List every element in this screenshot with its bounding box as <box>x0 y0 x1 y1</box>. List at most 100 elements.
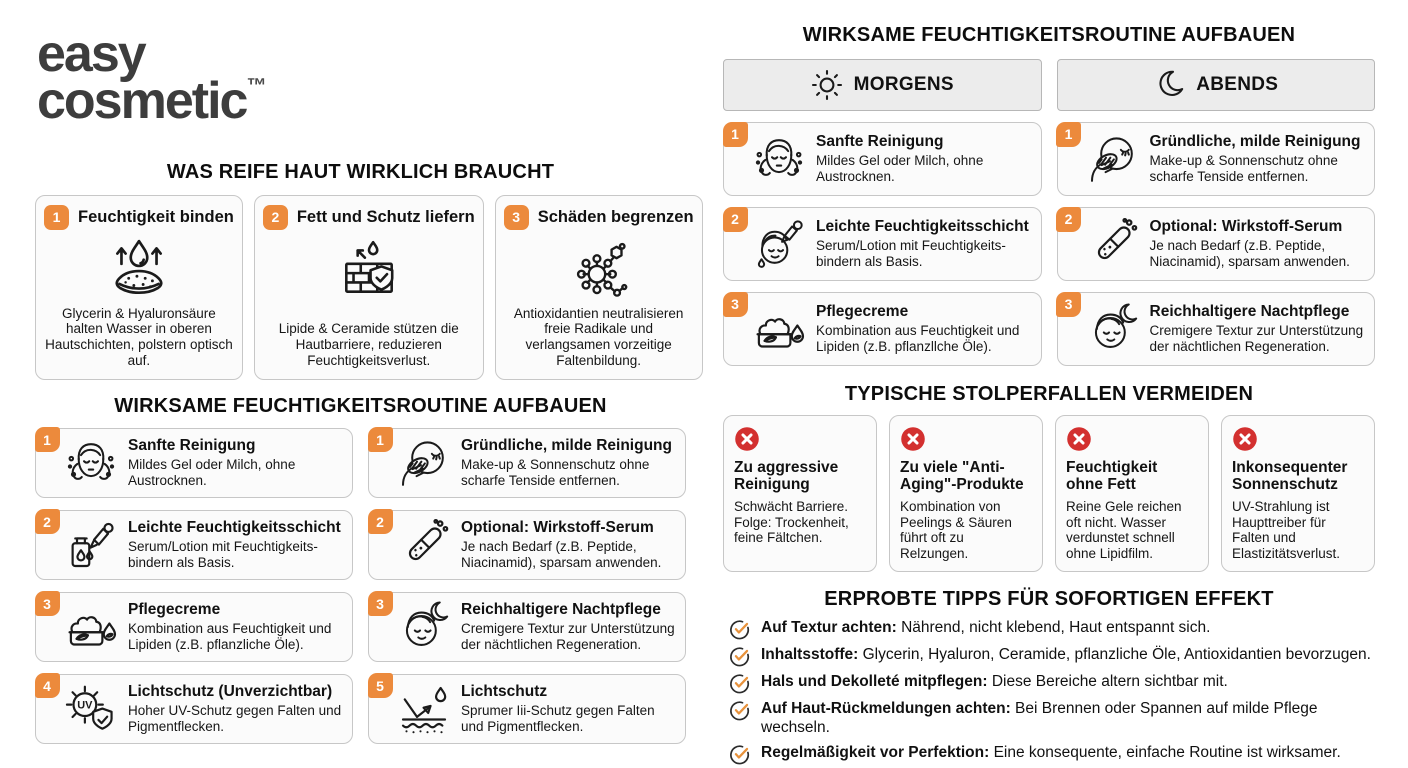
check-circle-icon <box>729 673 750 694</box>
step-number-badge: 5 <box>367 673 393 699</box>
pitfall-description: Reine Gele reichen oft nicht. Wasser ver… <box>1066 498 1182 562</box>
section-title-tips: ERPROBTE TIPPS FÜR SOFORTIGEN EFFEKT <box>824 587 1274 610</box>
serum-tube-icon <box>1085 216 1141 272</box>
tip-lead: Hals und Dekolleté mitpflegen: <box>761 672 988 690</box>
morgens-step-cream: 3 Pflegecreme Kombination aus Feuchtigke… <box>722 291 1042 366</box>
night-face-icon <box>1085 301 1141 357</box>
step-description: Serum/Lotion mit Feuchtigkeits- bindern … <box>128 538 318 570</box>
makeup-removal-icon <box>1085 131 1141 187</box>
step-number-badge: 2 <box>34 509 60 535</box>
step-description: Cremigere Textur zur Unterstützung der n… <box>1149 323 1364 354</box>
step-title: Reichhaltigere Nachtpflege <box>1149 303 1350 321</box>
morning-evening-grid: MORGENS 1 Sanfte Reinigung Mildes Gel od… <box>722 59 1375 366</box>
tip-item-texture: Auf Textur achten: Nährend, nicht kleben… <box>729 618 1375 640</box>
sun-reflect-icon <box>396 681 452 737</box>
need-card-title: Feuchtigkeit binden <box>78 207 234 226</box>
face-washing-icon <box>751 131 807 187</box>
step-description: Make-up & Sonnenschutz ohne scharfe Tens… <box>461 456 650 488</box>
cream-jar-icon <box>63 599 119 655</box>
brand-word-cosmetic: cosmetic™ <box>37 71 267 130</box>
step-number-badge: 3 <box>367 591 393 617</box>
need-card-description: Glycerin & Hyaluronsäure halten Wasser i… <box>45 305 233 368</box>
step-description: Je nach Bedarf (z.B. Peptide, Niacinamid… <box>461 538 662 570</box>
step-number-badge: 3 <box>34 591 60 617</box>
routine-steps-grid: 1 Sanfte Reinigung Mildes Gel oder Milch… <box>34 427 686 744</box>
step-number-badge: 2 <box>722 206 748 232</box>
morgens-header: MORGENS <box>723 59 1042 111</box>
step-number-badge: 4 <box>34 673 60 699</box>
step-description: Hoher UV-Schutz gegen Falten und Pigment… <box>128 702 342 734</box>
routine-step-card-cream: 3 Pflegecreme Kombination aus Feuchtigke… <box>34 591 353 662</box>
routine-step-card-sunscreen: 4 UV Lichtschutz (Unverzichtbar) Hoher U… <box>34 673 353 744</box>
left-column: easy cosmetic™ WAS REIFE HAUT WIRKLICH B… <box>34 14 703 760</box>
pitfall-title: Feuchtigkeit ohne Fett <box>1066 459 1158 494</box>
section-title-pitfalls: TYPISCHE STOLPERFALLEN VERMEIDEN <box>844 383 1254 405</box>
pitfall-card-inconsistent-sunscreen: Inkonsequenter Sonnenschutz UV-Strahlung… <box>1221 415 1375 572</box>
step-number-badge: 1 <box>34 427 60 453</box>
pitfall-card-too-many-products: Zu viele "Anti-Aging"-Produkte Kombinati… <box>889 415 1043 572</box>
check-circle-icon <box>729 700 750 721</box>
step-title: Reichhaltigere Nachtpflege <box>461 600 661 618</box>
night-face-icon <box>396 599 452 655</box>
step-description: Cremigere Textur zur Unterstützung der n… <box>461 620 675 652</box>
need-card-antioxidants: 3 Schäden begrenzen Antioxidantien neutr… <box>494 194 703 380</box>
tip-lead: Auf Haut-Rückmeldungen achten: <box>761 699 1011 717</box>
routine-step-card-light-protection: 5 Lichtschutz Sprumer Iii-Schutz gegen F… <box>367 673 686 744</box>
abends-label: ABENDS <box>1196 74 1279 95</box>
x-circle-icon <box>900 426 926 452</box>
morgens-column: MORGENS 1 Sanfte Reinigung Mildes Gel od… <box>722 59 1042 366</box>
section-title-routine-right: WIRKSAME FEUCHTIGKEITSROUTINE AUFBAUEN <box>802 24 1296 46</box>
step-description: Kombination aus Feuchtigkeit und Lipiden… <box>128 620 332 652</box>
section-title-needs: WAS REIFE HAUT WIRKLICH BRAUCHT <box>166 160 555 183</box>
pitfall-title: Inkonsequenter Sonnenschutz <box>1232 459 1348 494</box>
abends-header: ABENDS <box>1056 59 1375 111</box>
step-title: Lichtschutz <box>461 682 548 700</box>
pitfall-card-moisture-without-fat: Feuchtigkeit ohne Fett Reine Gele reiche… <box>1055 415 1209 572</box>
step-title: Sanfte Reinigung <box>816 133 944 151</box>
cream-jar-icon <box>751 301 807 357</box>
step-number-badge: 3 <box>503 204 529 230</box>
morgens-label: MORGENS <box>853 74 954 95</box>
tip-rest: Glycerin, Hyaluron, Ceramide, pflanzlich… <box>858 645 1371 663</box>
molecule-icon <box>566 236 632 302</box>
brand-word-easy: easy <box>37 25 147 83</box>
tip-rest: Bei Brennen oder Spannen auf milde Pfleg… <box>761 699 1318 737</box>
face-dropper-icon <box>751 216 807 272</box>
abends-step-serum: 2 Optional: Wirkstoff-Serum Je nach Beda… <box>1056 206 1375 281</box>
tip-lead: Inhaltsstoffe: <box>761 645 859 663</box>
step-number-badge: 2 <box>1056 206 1081 232</box>
uv-shield-icon: UV <box>63 681 119 737</box>
pitfall-cards-row: Zu aggressive Reinigung Schwächt Barrier… <box>723 415 1375 572</box>
step-number-badge: 1 <box>722 121 748 147</box>
step-description: Serum/Lotion mit Feuchtigkeits- bindern … <box>816 238 1006 269</box>
routine-step-card-cleansing: 1 Sanfte Reinigung Mildes Gel oder Milch… <box>34 427 353 498</box>
need-card-title: Fett und Schutz liefern <box>296 207 475 226</box>
svg-text:UV: UV <box>77 699 93 711</box>
tip-rest: Nährend, nicht klebend, Haut entspannt s… <box>896 618 1211 636</box>
morgens-step-cleansing: 1 Sanfte Reinigung Mildes Gel oder Milch… <box>722 121 1042 196</box>
x-circle-icon <box>734 426 760 452</box>
trademark-symbol: ™ <box>246 74 267 97</box>
step-title: Optional: Wirkstoff-Serum <box>1149 218 1343 236</box>
right-column: WIRKSAME FEUCHTIGKEITSROUTINE AUFBAUEN M… <box>722 14 1375 764</box>
abends-step-makeup-removal: 1 Gründliche, milde Reinigung Make-up & … <box>1056 121 1375 196</box>
step-description: Kombination aus Feuchtigkeit und Lipiden… <box>816 323 1020 354</box>
pitfall-description: UV-Strahlung ist Haupttreiber für Falten… <box>1232 498 1341 562</box>
step-number-badge: 1 <box>1056 121 1081 147</box>
needs-cards-row: 1 Feuchtigkeit binden Glycerin & Hyaluro… <box>35 194 703 380</box>
moon-icon <box>1153 69 1185 101</box>
check-circle-icon <box>729 646 750 667</box>
need-card-moisture: 1 Feuchtigkeit binden Glycerin & Hyaluro… <box>35 194 243 380</box>
tip-rest: Eine konsequente, einfache Routine ist w… <box>989 743 1341 761</box>
tips-list: Auf Textur achten: Nährend, nicht kleben… <box>723 618 1375 765</box>
step-title: Pflegecreme <box>816 303 909 321</box>
tip-item-ingredients: Inhaltsstoffe: Glycerin, Hyaluron, Ceram… <box>729 645 1375 667</box>
step-title: Pflegecreme <box>128 600 221 618</box>
tip-item-skin-feedback: Auf Haut-Rückmeldungen achten: Bei Brenn… <box>729 699 1375 738</box>
step-description: Make-up & Sonnenschutz ohne scharfe Tens… <box>1149 153 1338 184</box>
need-card-barrier: 2 Fett und Schutz liefern Lipide & Ceram… <box>253 194 484 380</box>
serum-tube-icon <box>396 517 452 573</box>
routine-step-card-night-care: 3 Reichhaltigere Nachtpflege Cremigere T… <box>367 591 686 662</box>
step-number-badge: 1 <box>367 427 393 453</box>
section-title-routine-left: WIRKSAME FEUCHTIGKEITSROUTINE AUFBAUEN <box>114 394 607 417</box>
